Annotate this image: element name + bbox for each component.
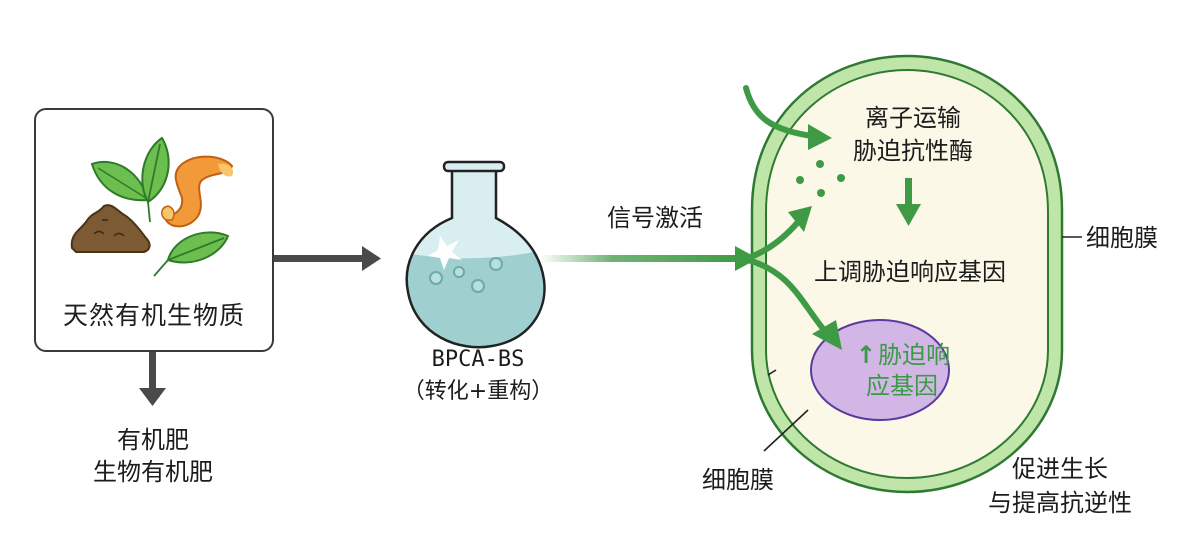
- up-arrow-icon: ↑: [856, 341, 877, 369]
- ion-transport-text: 离子运输: [865, 104, 961, 132]
- biomass-icons: [70, 136, 234, 277]
- cell-top-text: 离子运输 胁迫抗性酶: [838, 102, 988, 168]
- leaf-icon: [153, 231, 230, 277]
- fertilizer-line-1: 有机肥: [117, 426, 189, 454]
- signal-label: 信号激活: [607, 204, 703, 232]
- ion-transport-arrow: [743, 85, 832, 150]
- flask-icon: [405, 160, 546, 349]
- arrow-to-fertilizer: [139, 352, 166, 406]
- nucleus-line-2: 应基因: [866, 372, 938, 400]
- membrane-tick: [767, 369, 777, 376]
- membrane-pointer-bottom: [763, 409, 809, 452]
- outcome-line-1: 促进生长: [1012, 455, 1108, 483]
- sparkle-icon: [428, 236, 462, 270]
- stress-enzyme-text: 胁迫抗性酶: [853, 137, 973, 165]
- ion-dots: [796, 160, 845, 197]
- nucleus-text: ↑胁迫响 应基因: [856, 340, 950, 402]
- nucleus-line-1: 胁迫响: [878, 341, 951, 369]
- arrow-to-product: [274, 246, 381, 271]
- product-subtitle: （转化+重构）: [402, 379, 554, 404]
- source-box: 天然有机生物质: [34, 108, 274, 352]
- fertilizer-line-2: 生物有机肥: [93, 458, 213, 486]
- cell: [750, 54, 1064, 494]
- branch-arrow-up: [745, 206, 812, 261]
- outcome-label: 促进生长 与提高抗逆性: [960, 452, 1160, 520]
- membrane-label-bottom: 细胞膜: [702, 466, 774, 494]
- branch-arrow-to-nucleus: [745, 257, 842, 350]
- fertilizer-label: 有机肥 生物有机肥: [60, 424, 246, 488]
- outcome-line-2: 与提高抗逆性: [988, 489, 1132, 517]
- product-label: BPCA-BS （转化+重构）: [380, 344, 576, 408]
- nucleus: [810, 319, 950, 421]
- signal-arrow: [540, 246, 758, 271]
- product-name: BPCA-BS: [431, 347, 525, 372]
- down-arrow: [896, 178, 921, 226]
- soil-pile-icon: [70, 204, 151, 253]
- upregulate-genes-text: 上调胁迫响应基因: [814, 258, 1006, 286]
- source-title: 天然有机生物质: [62, 301, 245, 330]
- membrane-label-right: 细胞膜: [1086, 224, 1158, 252]
- orange-peel-icon: [161, 155, 234, 228]
- leaf-pair-icon: [90, 136, 170, 223]
